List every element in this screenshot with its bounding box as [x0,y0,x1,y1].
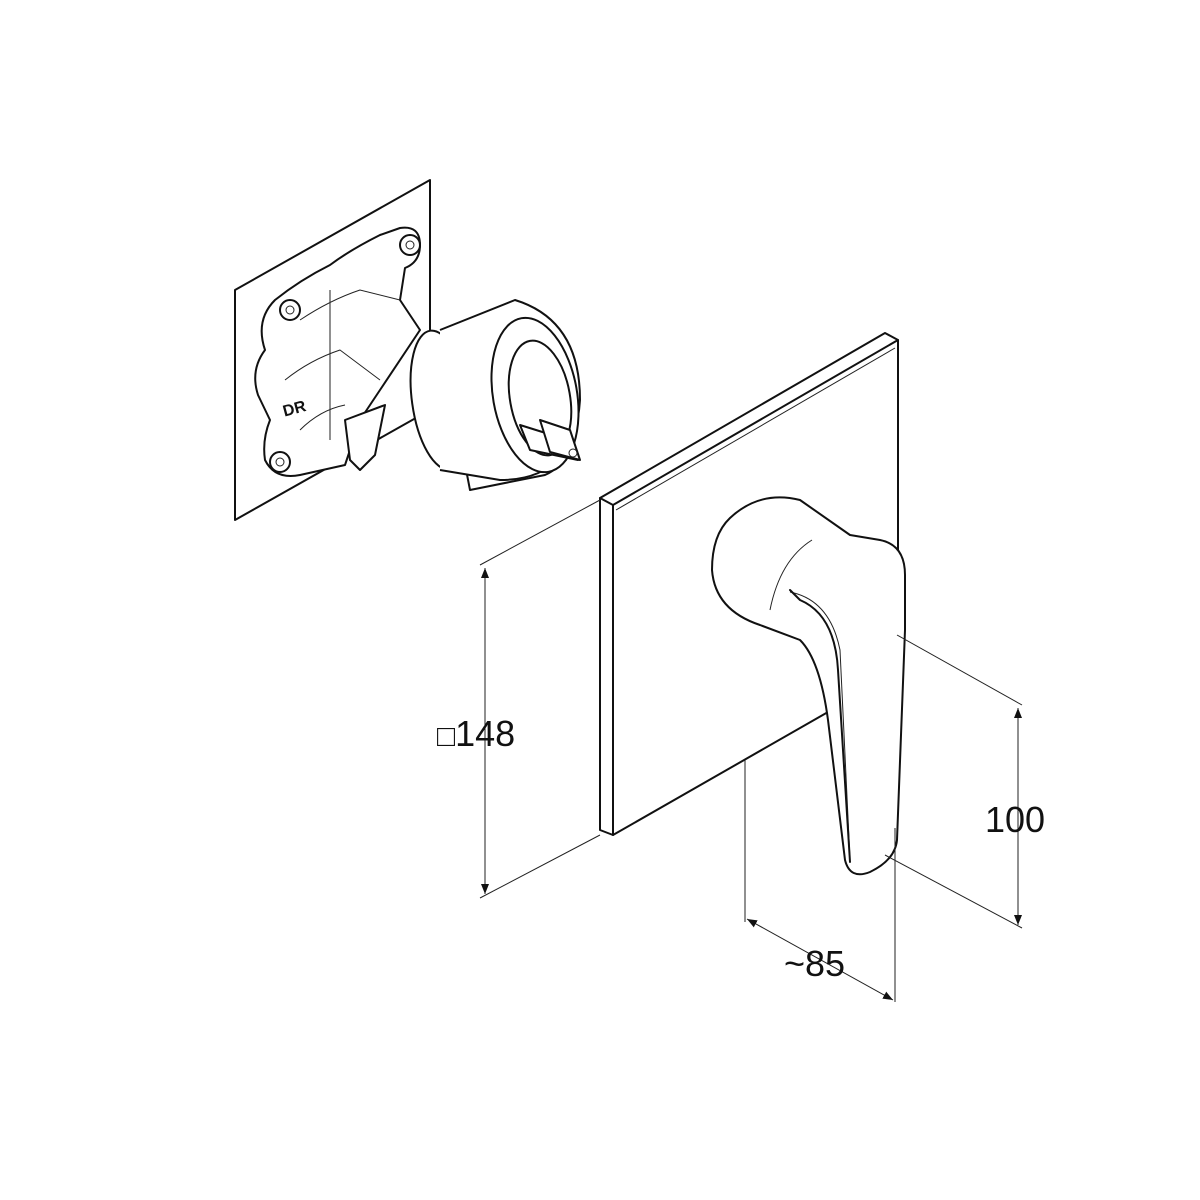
cover-plate-size: 148 [455,713,516,754]
body-marking: DR [281,398,308,421]
dimension-148 [479,499,601,899]
dimension-label-100: 100 [985,799,1046,840]
dimension-label-85: ~85 [784,943,846,984]
square-symbol: □ [437,720,456,753]
mixer-handle [711,496,906,876]
dimension-label-148: □148 [437,716,515,752]
dimension-100 [884,634,1023,929]
valve-body: DR [254,226,421,477]
cartridge [409,299,581,491]
dimension-85 [744,760,896,1002]
